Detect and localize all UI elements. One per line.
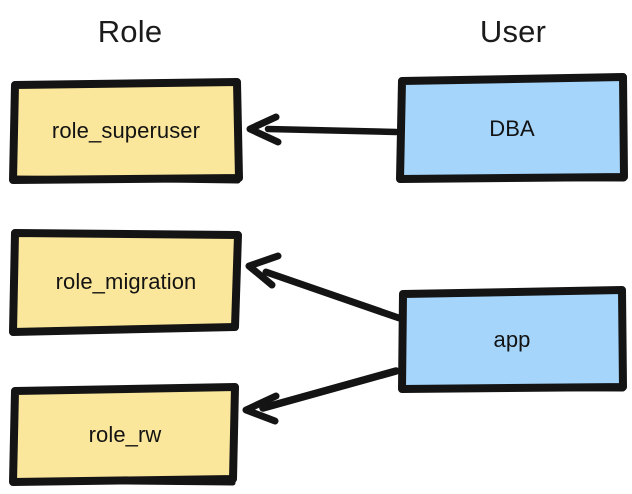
node-role-superuser[interactable]: role_superuser <box>9 78 243 184</box>
column-header-user: User <box>479 14 547 49</box>
edge-app-to-role-rw <box>242 367 400 425</box>
node-role-superuser-label: role_superuser <box>51 118 201 143</box>
node-dba-label: DBA <box>489 116 535 141</box>
node-app-shape <box>398 286 627 393</box>
node-role-rw[interactable]: role_rw <box>9 383 240 486</box>
column-header-role: Role <box>97 14 163 49</box>
edge-app-to-role-migration <box>245 252 403 322</box>
node-role-migration[interactable]: role_migration <box>9 228 242 336</box>
node-role-rw-label: role_rw <box>88 422 162 447</box>
node-app[interactable]: app <box>398 286 627 394</box>
node-role-superuser-shape <box>9 78 243 184</box>
edge-dba-to-role-superuser <box>246 113 400 146</box>
node-app-label: app <box>493 327 531 352</box>
node-role-rw-shape <box>9 383 239 486</box>
node-dba[interactable]: DBA <box>396 73 628 184</box>
node-role-migration-label: role_migration <box>55 269 197 294</box>
node-dba-shape <box>396 73 628 183</box>
node-role-migration-shape <box>9 229 242 336</box>
